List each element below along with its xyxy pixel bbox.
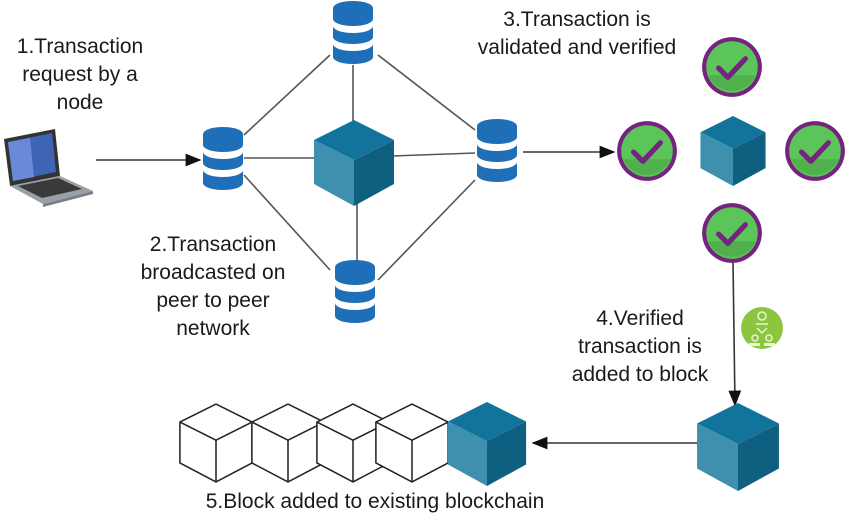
network-edges: [243, 54, 476, 281]
step1-label: 1.Transaction request by a node: [16, 35, 144, 114]
check-icon-bottom: [702, 203, 762, 263]
check-icon-left: [617, 121, 677, 181]
cube-icon-new-block: [697, 403, 779, 491]
miner-icon: [741, 307, 783, 349]
step4-label: 4.Verified transaction is added to block: [571, 307, 709, 386]
cube-icon-appended-block: [447, 402, 527, 486]
cube-icon-validation: [700, 116, 766, 186]
step3-label: 3.Transaction is validated and verified: [477, 8, 677, 59]
step5-label: 5.Block added to existing blockchain: [205, 490, 545, 513]
blockchain: [179, 402, 527, 486]
database-icon-bottom: [335, 260, 375, 323]
cube-icon-network: [314, 120, 394, 206]
chain-block: [179, 403, 253, 483]
database-icon-left: [203, 127, 243, 190]
laptop-icon: [4, 129, 93, 207]
chain-block: [251, 403, 325, 483]
database-icon-top: [333, 1, 373, 64]
arrow-validation-to-block: [728, 261, 742, 407]
step2-label: 2.Transaction broadcasted on peer to pee…: [140, 233, 286, 340]
check-icon-right: [785, 121, 845, 181]
check-icon-top: [702, 37, 762, 97]
database-icon-right: [477, 119, 517, 182]
chain-block: [375, 403, 449, 483]
